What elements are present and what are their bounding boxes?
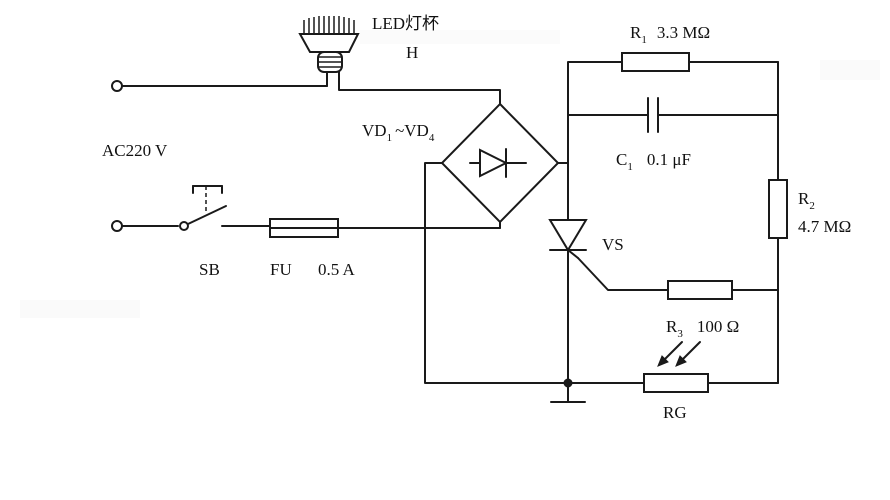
supply-label: AC220 V bbox=[102, 141, 168, 160]
lamp-ref-label: H bbox=[406, 43, 418, 62]
junction-node bbox=[563, 378, 573, 388]
fu-label: FU bbox=[270, 260, 292, 279]
fuse-fu-symbol bbox=[269, 218, 339, 238]
r1-sub: 1 bbox=[641, 34, 647, 46]
r2-value: 4.7 MΩ bbox=[798, 217, 851, 236]
rg-label: RG bbox=[663, 403, 687, 422]
r3-label: R3 100 Ω bbox=[666, 317, 739, 340]
c1-label: C1 0.1 μF bbox=[616, 150, 691, 173]
r1-value: 3.3 MΩ bbox=[657, 23, 710, 42]
r2-resistor-symbol bbox=[768, 179, 788, 239]
sb-label: SB bbox=[199, 260, 220, 279]
fu-value: 0.5 A bbox=[318, 260, 356, 279]
photoresistor-rg-symbol bbox=[643, 341, 709, 393]
r3-value: 100 Ω bbox=[697, 317, 739, 336]
bridge-sub1: 1 bbox=[387, 132, 393, 144]
c1-ref: C bbox=[616, 150, 627, 169]
r1-resistor-symbol bbox=[621, 52, 690, 72]
scr-thyristor-symbol bbox=[548, 219, 588, 259]
bridge-tilde: ~VD bbox=[395, 121, 429, 140]
bridge-ref: VD bbox=[362, 121, 387, 140]
c1-sub: 1 bbox=[627, 161, 633, 173]
r1-ref: R bbox=[630, 23, 642, 42]
c1-value: 0.1 μF bbox=[647, 150, 691, 169]
led-lamp-cup-symbol bbox=[298, 16, 360, 79]
vs-label: VS bbox=[602, 235, 624, 254]
r2-label: R2 bbox=[798, 189, 815, 212]
lamp-label: LED灯杯 bbox=[372, 14, 439, 33]
background-bleed-texture bbox=[20, 30, 880, 318]
r3-sub: 3 bbox=[677, 328, 683, 340]
bridge-rectifier-symbol bbox=[440, 102, 560, 224]
r2-ref: R bbox=[798, 189, 810, 208]
wires bbox=[121, 61, 779, 403]
switch-sb-symbol bbox=[179, 185, 227, 231]
bridge-label: VD1~VD4 bbox=[362, 121, 435, 144]
c1-capacitor-symbol bbox=[647, 97, 659, 133]
supply-terminal-bottom bbox=[111, 220, 123, 232]
r2-sub: 2 bbox=[809, 200, 815, 212]
supply-terminal-top bbox=[111, 80, 123, 92]
r3-ref: R bbox=[666, 317, 678, 336]
r1-label: R1 3.3 MΩ bbox=[630, 23, 710, 46]
bridge-sub4: 4 bbox=[429, 132, 435, 144]
r3-resistor-symbol bbox=[667, 280, 733, 300]
